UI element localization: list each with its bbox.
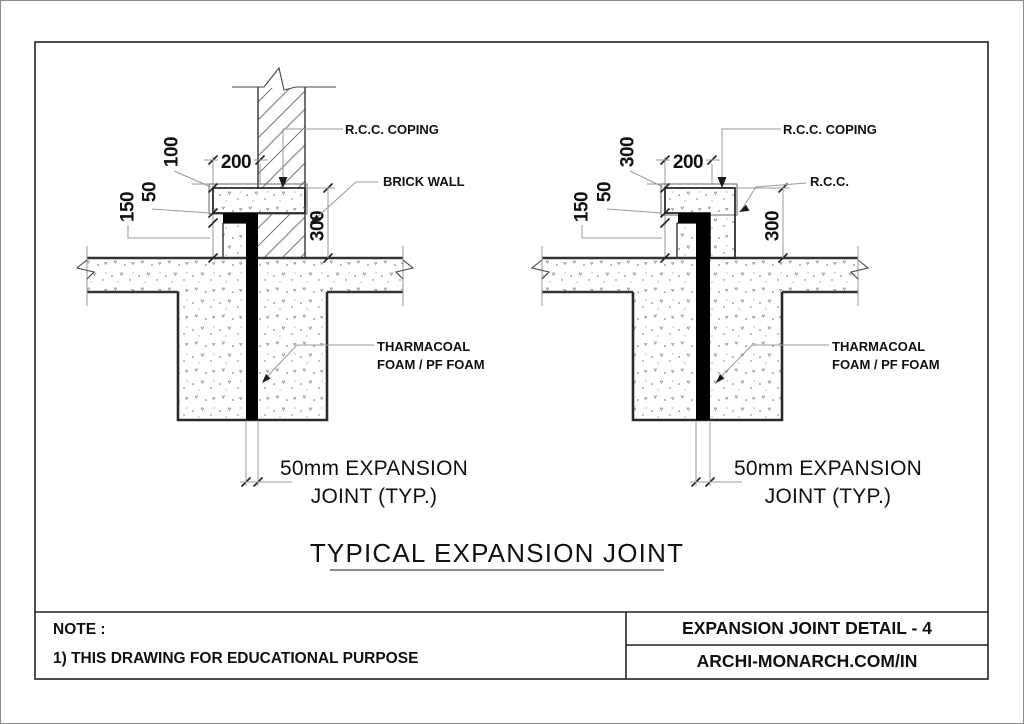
right-detail: 200 300 300 50 150 R.C.C. COPING [530,122,940,508]
drawing-title: TYPICAL EXPANSION JOINT [310,538,684,571]
left-coping-callout: R.C.C. COPING [278,122,439,188]
left-rcc-coping [208,183,308,215]
left-foam-callout: THARMACOAL FOAM / PF FOAM [262,339,485,383]
note-heading: NOTE : [53,621,106,638]
dim-200-text: 200 [221,152,251,173]
dim-300-text: 300 [308,211,329,241]
foam-label-line1: THARMACOAL [832,339,925,354]
leader-arrow [716,374,725,383]
coping-label: R.C.C. COPING [345,122,439,137]
leader-arrow [310,214,321,223]
dim-100-text: 100 [162,137,183,167]
right-coping-callout: R.C.C. COPING [717,122,877,188]
left-joint-dim: 50mm EXPANSION JOINT (TYP.) [240,422,468,508]
foam-label-line2: FOAM / PF FOAM [832,357,940,372]
dim-200-text: 200 [673,152,703,173]
left-dim-stack: 100 50 150 [118,137,212,239]
left-parapet-stub [222,222,246,258]
left-detail: 200 300 100 50 150 R.C.C. COPING [75,66,485,508]
dim-300-top-text: 300 [618,137,639,167]
drawing-frame [34,41,989,680]
right-wall-callout: R.C.C. [739,174,849,212]
joint-text-line1: 50mm EXPANSION [280,457,468,480]
right-expansion-joint-filler [678,213,710,420]
right-dim-300: 300 [737,187,790,258]
coping-label: R.C.C. COPING [783,122,877,137]
wall-break-symbol [232,66,336,91]
leader-arrow [278,177,288,188]
page-title: TYPICAL EXPANSION JOINT [310,538,684,568]
right-joint-dim: 50mm EXPANSION JOINT (TYP.) [690,422,922,508]
dim-300-text: 300 [763,211,784,241]
joint-text-line2: JOINT (TYP.) [311,485,437,508]
detail-title: EXPANSION JOINT DETAIL - 4 [682,618,932,638]
joint-text-line1: 50mm EXPANSION [734,457,922,480]
dim-50-text: 50 [595,182,616,202]
slab-break-right [849,259,870,280]
slab-break-left [530,259,551,280]
dim-150-text: 150 [572,192,593,222]
foam-label-line1: THARMACOAL [377,339,470,354]
right-dim-200: 200 [656,152,720,184]
dim-50-text: 50 [140,182,161,202]
leader-arrow [262,374,271,383]
title-block: NOTE : 1) THIS DRAWING FOR EDUCATIONAL P… [35,611,988,679]
joint-text-line2: JOINT (TYP.) [765,485,891,508]
website-text: ARCHI-MONARCH.COM/IN [697,651,918,671]
note-line: 1) THIS DRAWING FOR EDUCATIONAL PURPOSE [53,650,418,667]
wall-label: R.C.C. [810,174,849,189]
left-dim-200: 200 [204,152,268,184]
left-expansion-joint-filler [223,213,258,420]
leader-arrow [717,177,727,188]
right-parapet-stub [676,222,696,258]
wall-label: BRICK WALL [383,174,465,189]
slab-break-left [75,259,96,280]
dim-150-text: 150 [118,192,139,222]
left-wall-callout: BRICK WALL [310,174,465,223]
right-foam-callout: THARMACOAL FOAM / PF FOAM [716,339,940,383]
leader-arrow [739,204,750,212]
slab-break-right [394,259,415,280]
foam-label-line2: FOAM / PF FOAM [377,357,485,372]
left-brick-wall-hatch [232,66,336,258]
left-dim-300: 300 [307,187,335,258]
right-dim-stack: 300 50 150 [572,137,664,239]
